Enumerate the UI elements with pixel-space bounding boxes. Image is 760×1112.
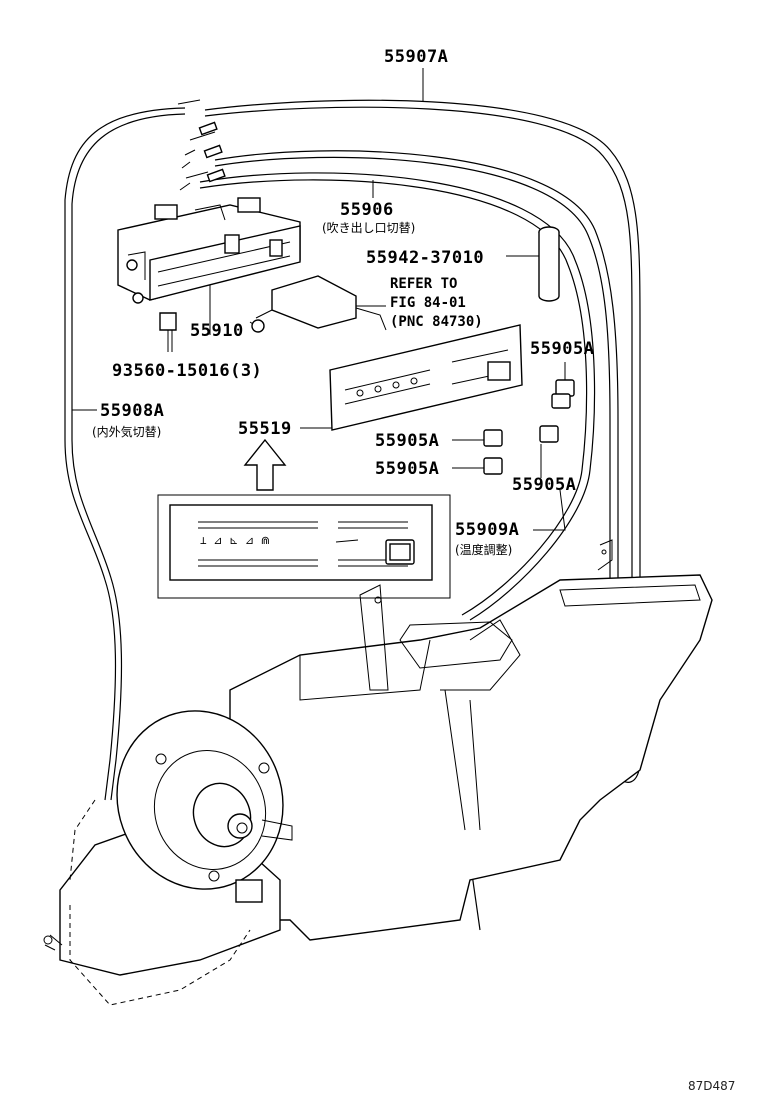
cable-55909a (199, 172, 596, 621)
leader-lines (72, 68, 566, 531)
svg-text:⟂ ⊿ ⊾ ⊿ ⋒: ⟂ ⊿ ⊾ ⊿ ⋒ (200, 534, 270, 547)
panel-55519 (329, 324, 523, 431)
up-arrow-icon (243, 438, 287, 491)
heater-control-assy (117, 197, 301, 304)
label-93560: 93560-15016(3) (112, 361, 262, 381)
blower-motor (59, 710, 293, 976)
label-refer-1: REFER TO (390, 276, 457, 292)
label-55905a-4: 55905A (512, 475, 576, 495)
rod-55942 (538, 226, 560, 302)
duct-dashed (43, 799, 251, 1006)
label-55906-jp: (吹き出し口切替) (322, 221, 415, 235)
label-55905a-2: 55905A (375, 431, 439, 451)
label-refer-2: FIG 84-01 (390, 295, 466, 311)
label-55519: 55519 (238, 419, 292, 439)
knob-group (483, 379, 575, 475)
label-refer-3: (PNC 84730) (390, 314, 483, 330)
panel-face-detail: ⟂ ⊿ ⊾ ⊿ ⋒ (157, 494, 451, 599)
label-55910: 55910 (190, 321, 244, 341)
label-55908a-jp: (内外気切替) (92, 424, 161, 439)
heater-unit (229, 539, 713, 941)
figure-code: 87D487 (688, 1079, 735, 1093)
cable-55908a (64, 107, 186, 801)
part-labels: 55907A 55906 (吹き出し口切替) 55942-37010 REFER… (92, 47, 735, 1093)
label-55905a-3: 55905A (375, 459, 439, 479)
label-55906: 55906 (340, 200, 394, 220)
label-55908a: 55908A (100, 401, 164, 421)
label-55942: 55942-37010 (366, 248, 484, 268)
label-55909a: 55909A (455, 520, 519, 540)
screw-93560 (159, 312, 177, 352)
label-55905a-1: 55905A (530, 339, 594, 359)
label-55907a: 55907A (384, 47, 448, 67)
cable-ends (177, 99, 226, 191)
connector-84730 (249, 275, 387, 333)
label-55909a-jp: (温度調整) (455, 542, 512, 557)
